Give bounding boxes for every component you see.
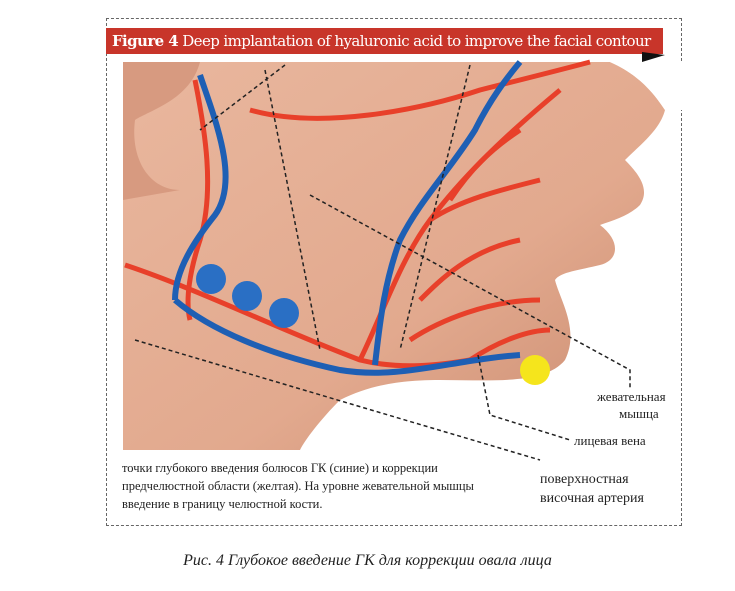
figure-label: Figure 4 xyxy=(112,32,179,50)
figure-description: точки глубокого введения болюсов ГК (син… xyxy=(122,461,474,511)
guide-lines xyxy=(134,64,631,461)
veins xyxy=(172,60,523,376)
figure-title-banner: Figure 4 Deep implantation of hyaluronic… xyxy=(106,28,663,54)
figure-frame xyxy=(106,18,682,526)
ear xyxy=(123,62,200,200)
label-masseter-line2: мышца xyxy=(619,406,659,421)
label-temporal-artery: поверхностная височная артерия xyxy=(540,470,644,508)
injection-point-yellow xyxy=(520,355,550,385)
label-masseter: жевательная мышца xyxy=(597,388,666,422)
label-temporal-artery-line2: височная артерия xyxy=(540,491,644,506)
banner-fold xyxy=(642,52,665,62)
injection-points-blue xyxy=(196,264,299,328)
injection-point xyxy=(196,264,226,294)
label-temporal-artery-line1: поверхностная xyxy=(540,472,629,487)
label-facial-vein: лицевая вена xyxy=(574,433,646,448)
injection-point xyxy=(269,298,299,328)
figure-caption: Рис. 4 Глубокое введение ГК для коррекци… xyxy=(183,552,552,569)
label-masseter-line1: жевательная xyxy=(597,389,666,404)
injection-point xyxy=(232,281,262,311)
figure-title: Deep implantation of hyaluronic acid to … xyxy=(182,32,651,50)
